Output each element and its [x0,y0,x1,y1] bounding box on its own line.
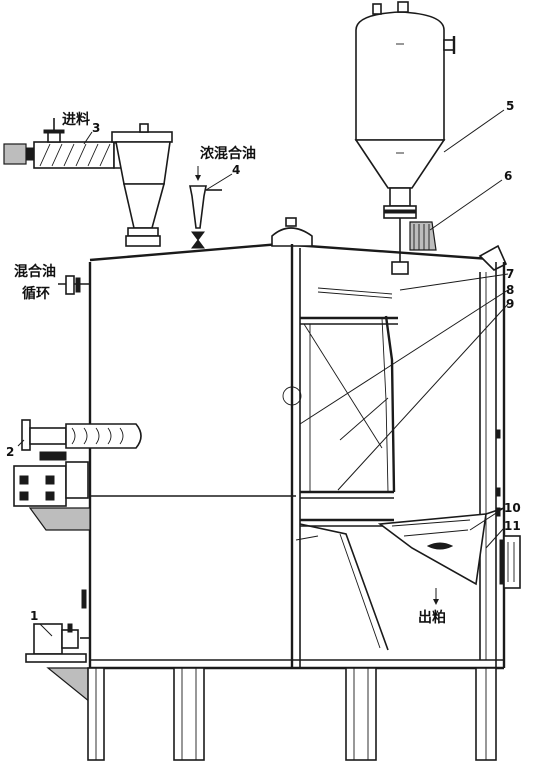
callout-2: 2 [6,445,14,459]
feed-label: 进料 [62,111,90,128]
callout-9: 9 [506,297,514,311]
callout-1: 1 [30,609,38,623]
callout-6: 6 [504,169,512,183]
feed-screw-conveyor [3,118,125,169]
rotor-drive-motor [13,461,91,531]
discharge-hopper [377,507,505,605]
callout-4: 4 [232,163,240,177]
rotary-feeder-valve [409,221,437,251]
miscella-outlet-cyclone [189,166,222,249]
miscella-circulation-label-line1: 混合油 [14,263,56,280]
miscella-circulation-nozzle [58,275,90,295]
callout-8: 8 [506,283,514,297]
callout-3: 3 [92,121,100,135]
miscella-circulation-label-line2: 循环 [22,285,50,302]
callout-7: 7 [506,267,514,281]
callout-10: 10 [504,501,521,515]
concentrated-miscella-label: 浓混合油 [200,145,256,162]
meal-outlet-label: 出粕 [418,609,446,626]
callout-5: 5 [506,99,514,113]
discharge-drive [499,535,521,589]
support-legs [46,667,497,761]
solvent-tank [354,1,456,275]
feed-hopper [111,123,173,247]
extractor-shell [88,217,508,670]
callout-11: 11 [504,519,521,533]
spray-nozzle [21,419,142,461]
circulation-pump [25,589,90,663]
